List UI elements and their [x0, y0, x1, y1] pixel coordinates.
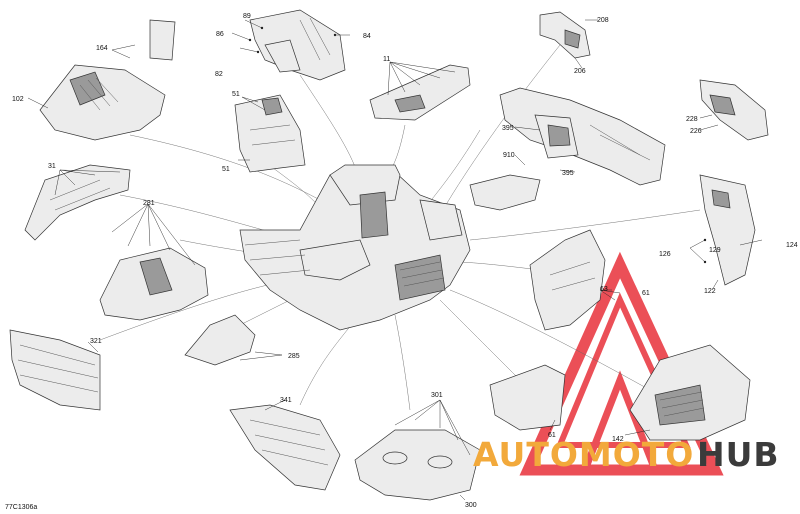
callout-label: 301 — [431, 392, 443, 399]
callout-label: 124 — [786, 242, 798, 249]
callout-label: 226 — [690, 128, 702, 135]
part-front-cross-member — [369, 61, 471, 121]
watermark-triangle-a — [581, 370, 659, 472]
part-seat-base — [99, 203, 209, 321]
part-main-frame — [239, 164, 471, 331]
callout-label: 164 — [96, 45, 108, 52]
callout-label: 126 — [659, 251, 671, 258]
part-right-side-panel — [689, 174, 763, 291]
part-skid-plate — [354, 399, 481, 501]
callout-label: 285 — [288, 353, 300, 360]
callout-label: 61 — [548, 432, 556, 439]
part-lower-panel — [229, 399, 341, 491]
callout-label: 82 — [215, 71, 223, 78]
part-right-fender — [624, 344, 751, 441]
callout-label: 122 — [704, 288, 716, 295]
watermark-text-dark: HUB — [697, 435, 780, 474]
part-small-bracket — [539, 11, 598, 69]
callout-label: 63 — [600, 286, 608, 293]
part-lower-right-panel — [489, 364, 566, 431]
callout-label: 228 — [686, 116, 698, 123]
callout-labels: 164 102 89 86 82 84 208 206 11 51 51 395… — [12, 13, 798, 509]
image-code: 77C1306a — [5, 504, 37, 511]
part-upper-bracket — [231, 9, 350, 81]
part-rear-floor-panel — [27, 19, 176, 141]
callout-label: 86 — [216, 31, 224, 38]
callout-label: 11 — [383, 56, 390, 63]
callout-label: 395 — [502, 125, 514, 132]
watermark-text: AUTOMOTO HUB — [473, 435, 780, 474]
callout-label: 321 — [90, 338, 102, 345]
part-right-inner-panel — [529, 229, 621, 331]
callout-label: 102 — [12, 96, 24, 103]
part-right-bracket — [699, 79, 769, 141]
callout-label: 84 — [363, 33, 371, 40]
callout-label: 61 — [642, 290, 650, 297]
callout-label: 89 — [243, 13, 251, 20]
part-small-cover — [184, 314, 283, 366]
callout-label: 142 — [612, 436, 624, 443]
callout-label: 300 — [465, 502, 477, 509]
callout-label: 129 — [709, 247, 721, 254]
callout-label: 51 — [232, 91, 240, 98]
part-side-panel — [234, 94, 306, 173]
part-side-sill — [24, 164, 131, 241]
callout-label: 51 — [222, 166, 230, 173]
callout-label: 910 — [503, 152, 515, 159]
callout-label: 341 — [280, 397, 292, 404]
part-rear-panel — [9, 329, 101, 411]
part-dashboard — [469, 87, 666, 211]
watermark-text-orange: AUTOMOTO — [473, 435, 694, 474]
callout-label: 395 — [562, 170, 574, 177]
callout-label: 281 — [143, 200, 155, 207]
callout-label: 31 — [48, 163, 56, 170]
callout-label: 206 — [574, 68, 586, 75]
callout-label: 208 — [597, 17, 609, 24]
